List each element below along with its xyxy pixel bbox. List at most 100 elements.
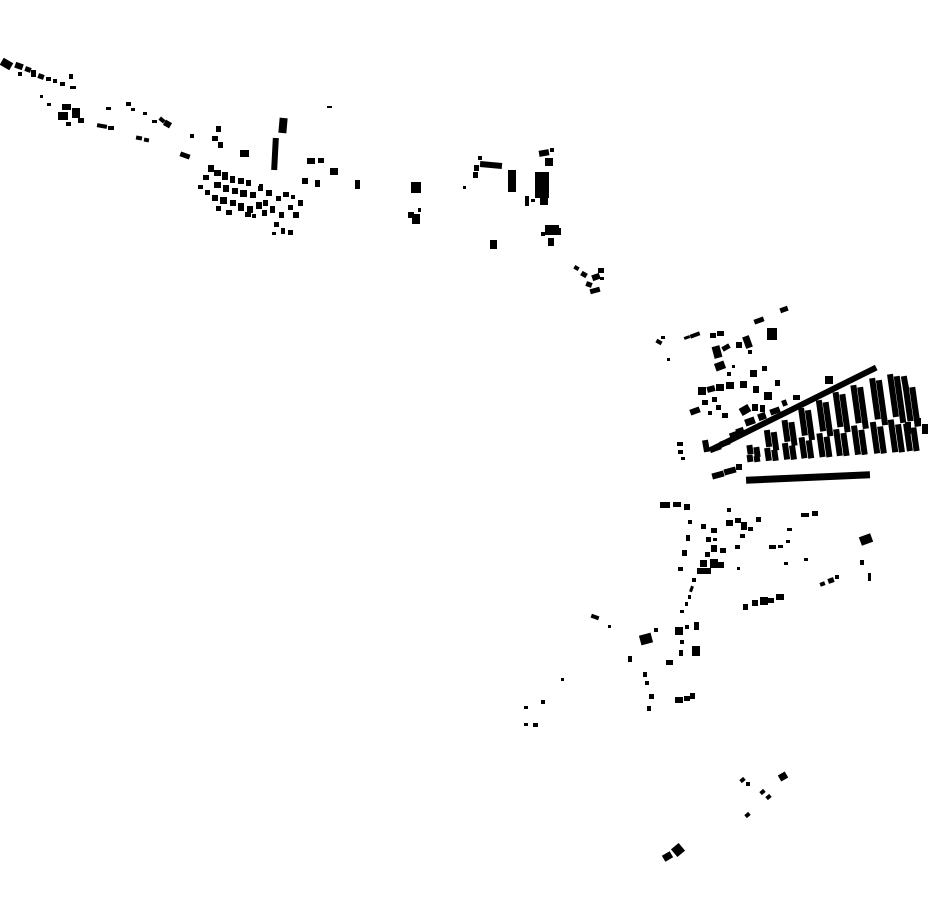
building — [840, 432, 850, 457]
building — [541, 700, 545, 704]
building — [216, 126, 221, 132]
building — [327, 106, 332, 108]
building — [598, 268, 604, 273]
building — [685, 625, 689, 629]
building — [760, 597, 768, 605]
building — [212, 195, 218, 201]
building — [58, 112, 68, 120]
building — [712, 397, 717, 402]
building — [850, 384, 862, 424]
building — [548, 238, 554, 246]
building — [787, 528, 792, 531]
building — [686, 535, 690, 541]
building — [711, 528, 717, 533]
building — [283, 192, 289, 197]
building — [291, 195, 295, 199]
building — [190, 134, 194, 138]
building — [757, 411, 767, 422]
building — [735, 518, 741, 523]
building — [740, 534, 745, 538]
building — [37, 73, 45, 80]
building — [741, 522, 747, 530]
building — [700, 560, 707, 567]
building — [723, 466, 737, 476]
building — [561, 678, 564, 681]
building — [819, 581, 826, 587]
building — [804, 409, 816, 441]
building — [240, 150, 249, 157]
building — [670, 842, 686, 858]
building — [868, 573, 871, 581]
building — [675, 697, 683, 703]
building — [694, 622, 699, 630]
building — [736, 464, 742, 470]
building — [717, 331, 724, 336]
building — [680, 640, 684, 644]
building — [589, 286, 601, 295]
building — [697, 568, 711, 574]
building — [654, 628, 658, 632]
building — [541, 232, 545, 236]
building — [590, 613, 600, 621]
building — [779, 305, 789, 314]
building — [744, 811, 751, 819]
building — [649, 694, 654, 699]
building — [258, 186, 263, 191]
building — [692, 646, 700, 656]
building — [727, 372, 731, 376]
building — [315, 180, 320, 187]
building — [816, 432, 826, 458]
building — [162, 119, 173, 129]
building — [608, 625, 611, 628]
building — [226, 210, 232, 215]
building — [902, 384, 914, 422]
building — [678, 567, 683, 571]
building — [781, 442, 791, 460]
building — [760, 405, 765, 412]
building — [271, 137, 279, 171]
building — [158, 116, 166, 124]
building — [126, 102, 131, 106]
building — [535, 172, 549, 198]
building — [66, 122, 71, 126]
building — [746, 782, 750, 786]
building — [835, 575, 839, 579]
building — [720, 548, 726, 553]
building — [750, 370, 757, 377]
building — [858, 533, 874, 546]
building — [784, 562, 788, 565]
building — [746, 454, 754, 463]
building — [262, 210, 267, 216]
building — [710, 559, 718, 568]
building — [78, 118, 84, 123]
building — [31, 70, 36, 77]
building — [708, 411, 712, 415]
building — [680, 610, 684, 613]
building — [479, 161, 503, 169]
building — [673, 502, 681, 507]
building — [40, 95, 43, 98]
building — [69, 74, 73, 79]
building — [711, 545, 717, 552]
building — [713, 360, 727, 372]
building — [643, 672, 647, 677]
building — [143, 112, 147, 115]
building — [764, 447, 772, 462]
building — [706, 385, 716, 393]
building — [752, 600, 758, 606]
building — [738, 404, 752, 416]
building — [47, 103, 51, 106]
building — [681, 457, 685, 460]
building — [240, 190, 247, 197]
building — [270, 206, 275, 213]
building — [702, 400, 708, 405]
building — [781, 419, 791, 443]
building — [307, 158, 315, 164]
building — [573, 265, 580, 271]
building — [585, 281, 593, 288]
building — [638, 632, 654, 646]
building — [895, 423, 905, 453]
building — [203, 175, 209, 180]
building — [690, 693, 695, 699]
building — [753, 316, 765, 325]
